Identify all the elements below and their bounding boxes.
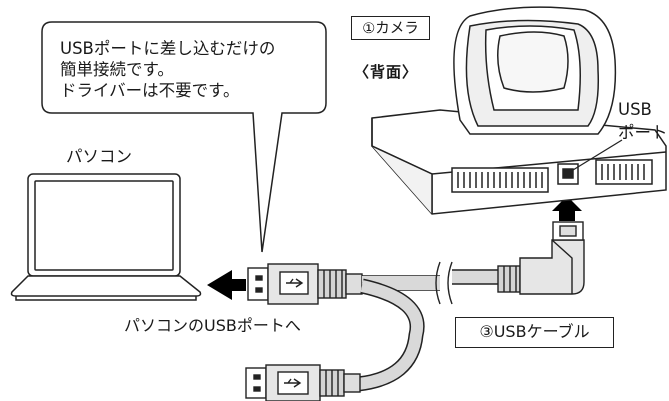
camera-base — [371, 109, 667, 215]
usb-port-label: USB ポート — [618, 100, 668, 142]
usb-port-pointer — [572, 139, 623, 171]
pc-label: パソコン — [66, 147, 132, 166]
usb-a-connector-main — [247, 263, 363, 305]
cable-label: ③USBケーブル — [455, 317, 614, 348]
usb-b-connector — [497, 221, 585, 295]
camera-vent-right — [601, 164, 645, 180]
arrow-to-camera — [552, 196, 582, 221]
callout-text: USBポートに差し込むだけの 簡単接続です。 ドライバーは不要です。 — [60, 39, 276, 100]
camera-head — [453, 6, 617, 135]
arrow-to-pc — [207, 270, 246, 300]
laptop-illustration — [10, 173, 202, 301]
camera-view-label: 〈背面〉 — [354, 63, 419, 81]
callout-bubble — [41, 21, 327, 253]
pc-port-label: パソコンのUSBポートへ — [124, 316, 301, 335]
camera-vent-left — [457, 172, 543, 188]
camera-label: ①カメラ — [351, 16, 430, 40]
usb-a-connector-secondary — [245, 364, 361, 401]
